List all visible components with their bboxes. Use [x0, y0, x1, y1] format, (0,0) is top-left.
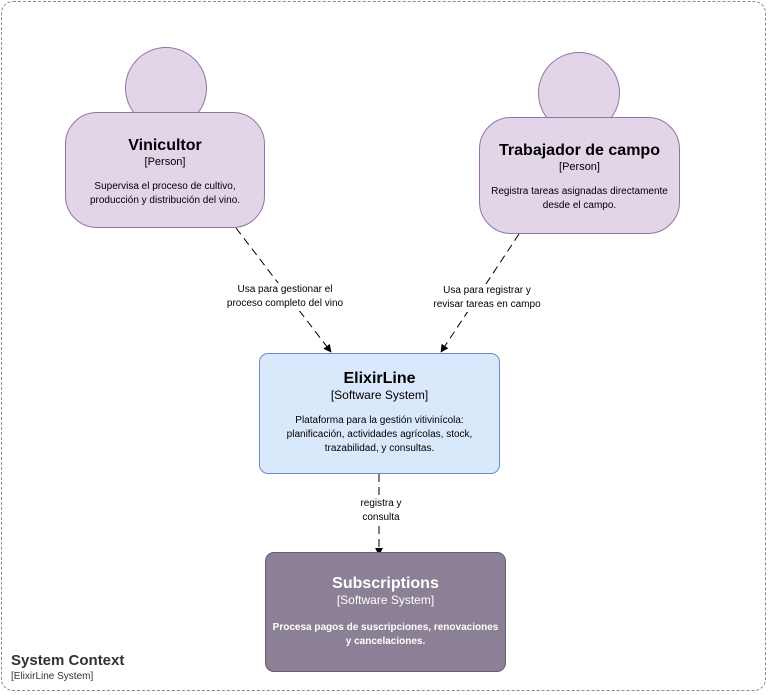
boundary-subtitle: [ElixirLine System] [11, 671, 94, 682]
edge-label-subscriptions: registra y consulta [352, 497, 410, 525]
edge-label-line: Usa para registrar y [443, 285, 531, 296]
edge-label-line: Usa para gestionar el [237, 284, 333, 295]
person-trabajador-de-campo[interactable]: Trabajador de campo [Person] Registra ta… [479, 117, 680, 234]
system-subscriptions-name: Subscriptions [332, 575, 439, 592]
system-elixirline-type: [Software System] [330, 388, 429, 402]
person-vinicultor-desc-line: producción y distribución del vino. [89, 195, 241, 206]
person-trabajador-type: [Person] [559, 161, 600, 173]
edge-label-line: consulta [362, 512, 400, 523]
system-subscriptions-type: [Software System] [336, 593, 435, 607]
person-vinicultor-type: [Person] [144, 156, 186, 168]
person-vinicultor-desc-line: Supervisa el proceso de cultivo, [94, 181, 236, 192]
person-trabajador-desc-line: desde el campo. [542, 200, 617, 211]
system-subscriptions-desc-line: Procesa pagos de suscripciones, renovaci… [272, 622, 499, 633]
system-elixirline-name: ElixirLine [343, 370, 416, 387]
person-trabajador-desc-line: Registra tareas asignadas directamente [491, 186, 668, 197]
edge-label-line: proceso completo del vino [226, 298, 344, 309]
system-elixirline-desc-line: Plataforma para la gestión vitivinícola: [295, 415, 464, 426]
system-subscriptions-desc-line: y cancelaciones. [345, 636, 426, 647]
system-subscriptions[interactable]: Subscriptions [Software System] Procesa … [265, 552, 506, 672]
edge-label-line: registra y [360, 498, 402, 509]
system-elixirline[interactable]: ElixirLine [Software System] Plataforma … [259, 353, 500, 474]
system-elixirline-desc-line: trazabilidad, y consultas. [324, 443, 435, 454]
person-vinicultor-name: Vinicultor [128, 137, 202, 154]
edge-label-vinicultor: Usa para gestionar el proceso completo d… [214, 283, 356, 311]
edge-label-line: revisar tareas en campo [433, 299, 541, 310]
person-vinicultor[interactable]: Vinicultor [Person] Supervisa el proceso… [65, 112, 265, 228]
boundary-title: System Context [11, 652, 125, 669]
person-trabajador-name: Trabajador de campo [499, 142, 660, 159]
system-elixirline-desc-line: planificación, actividades agrícolas, st… [286, 429, 473, 440]
edge-label-trabajador: Usa para registrar y revisar tareas en c… [420, 284, 554, 312]
